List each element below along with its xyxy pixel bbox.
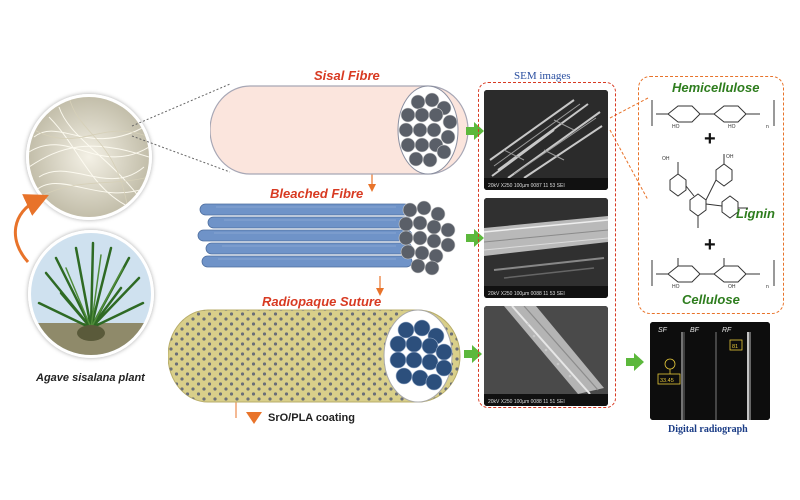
svg-text:HO: HO bbox=[728, 124, 736, 130]
svg-text:n: n bbox=[766, 124, 769, 130]
green-arrow-4 bbox=[626, 353, 644, 371]
digital-radiograph-image: SF BF RF 33.45 81 bbox=[650, 322, 770, 420]
lignin-structure: OH OH bbox=[662, 154, 748, 228]
radiopaque-suture-title: Radiopaque Suture bbox=[262, 294, 382, 309]
cellulose-label: Cellulose bbox=[682, 292, 740, 307]
svg-text:OH: OH bbox=[728, 284, 736, 290]
sem-footer-2: 20kV X250 100µm 0088 11 53 SEI bbox=[488, 291, 565, 297]
bleached-fibre-bundle bbox=[197, 200, 456, 276]
svg-text:OH: OH bbox=[662, 156, 670, 162]
sem-panel-border bbox=[478, 82, 616, 408]
zoom-line-top bbox=[131, 83, 231, 127]
sem-image-bleached: 20kV X250 100µm 0088 11 53 SEI bbox=[484, 198, 608, 298]
radiograph-value-1: 33.45 bbox=[660, 378, 674, 384]
bleached-fibre-title: Bleached Fibre bbox=[270, 186, 364, 201]
green-arrow-3 bbox=[464, 345, 482, 363]
sisal-fibre-cylinder bbox=[210, 85, 469, 175]
sem-images-title: SEM images bbox=[514, 70, 571, 82]
hemicellulose-structure: HO HO n bbox=[651, 100, 775, 130]
sem-image-suture: 20kV X250 100µm 0088 11 51 SEI bbox=[484, 306, 608, 406]
svg-text:OH: OH bbox=[726, 154, 734, 160]
plus-1: + bbox=[704, 128, 716, 150]
radiograph-label-sf: SF bbox=[658, 327, 668, 334]
sem-footer-3: 20kV X250 100µm 0088 11 51 SEI bbox=[488, 399, 565, 405]
green-arrow-1 bbox=[466, 122, 484, 140]
svg-text:HO: HO bbox=[672, 124, 680, 130]
plant-caption: Agave sisalana plant bbox=[36, 372, 145, 384]
coating-pointer bbox=[246, 412, 262, 424]
zoom-line-bottom bbox=[131, 135, 231, 173]
radiograph-value-2: 81 bbox=[732, 344, 738, 350]
hemicellulose-label: Hemicellulose bbox=[672, 80, 760, 95]
sisal-fibre-title: Sisal Fibre bbox=[314, 68, 380, 83]
down-arrow-2 bbox=[376, 288, 384, 296]
chemistry-panel-border bbox=[638, 76, 784, 314]
down-arrow-1 bbox=[368, 184, 376, 192]
cellulose-structure: HO OH n bbox=[651, 258, 775, 290]
svg-text:HO: HO bbox=[672, 284, 680, 290]
lignin-label: Lignin bbox=[736, 206, 775, 221]
digital-radiograph-caption: Digital radiograph bbox=[668, 424, 748, 435]
green-arrow-2 bbox=[466, 229, 484, 247]
sem-image-sisal: 20kV X250 100µm 0087 11 53 SEI bbox=[484, 90, 608, 190]
coating-label: SrO/PLA coating bbox=[268, 412, 355, 424]
radiograph-label-rf: RF bbox=[722, 327, 732, 334]
sem-footer-1: 20kV X250 100µm 0087 11 53 SEI bbox=[488, 183, 565, 189]
plant-to-fibre-arrow bbox=[13, 194, 49, 264]
sisal-fibre-photo bbox=[26, 94, 152, 220]
plus-2: + bbox=[704, 234, 716, 256]
radiograph-label-bf: BF bbox=[690, 327, 700, 334]
svg-text:n: n bbox=[766, 284, 769, 290]
radiopaque-suture-cylinder bbox=[168, 309, 461, 403]
